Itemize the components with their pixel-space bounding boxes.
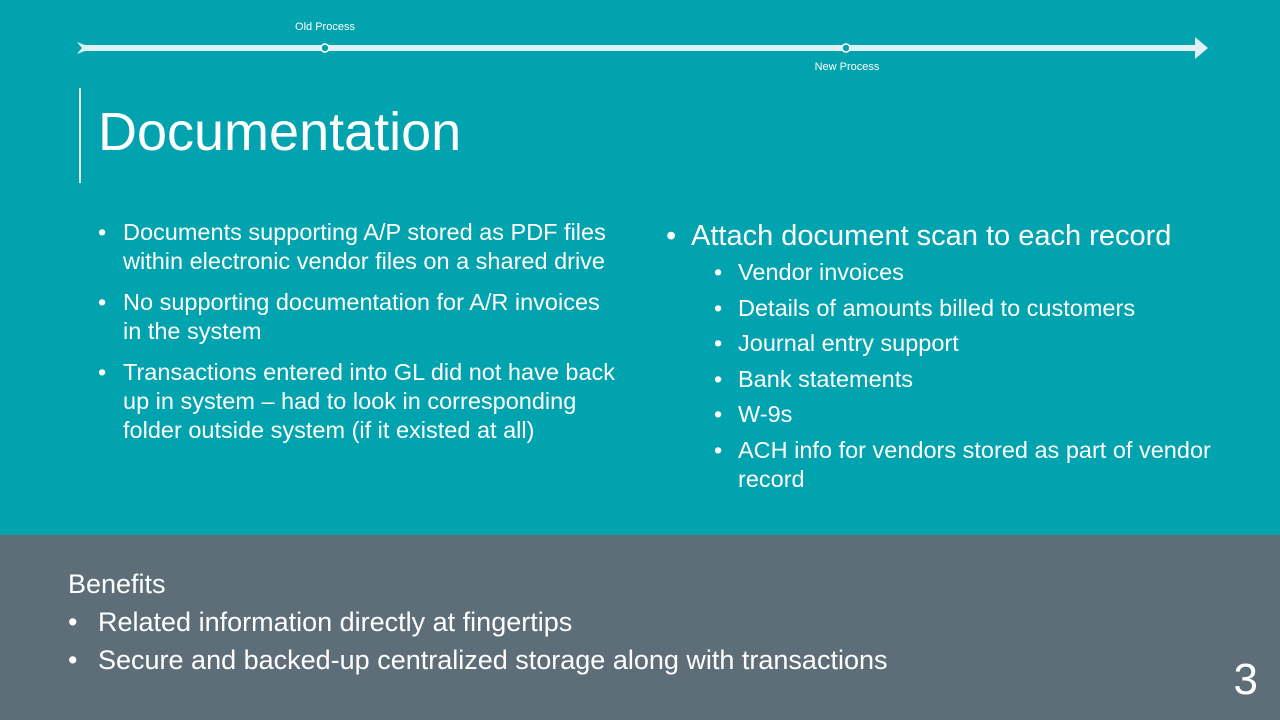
timeline-marker-new: [841, 43, 851, 53]
old-process-list: Documents supporting A/P stored as PDF f…: [98, 218, 618, 457]
list-item: W-9s: [714, 400, 1256, 429]
list-item: Vendor invoices: [714, 258, 1256, 287]
title-accent-bar: [79, 88, 81, 183]
timeline-arrow: [77, 37, 1208, 59]
list-item: Details of amounts billed to customers: [714, 294, 1256, 323]
timeline: [77, 37, 1208, 59]
slide-title: Documentation: [98, 102, 462, 162]
list-item: ACH info for vendors stored as part of v…: [714, 436, 1256, 494]
list-item: Journal entry support: [714, 329, 1256, 358]
benefits-title: Benefits: [68, 569, 166, 599]
new-process-sublist: Vendor invoices Details of amounts bille…: [714, 258, 1256, 494]
new-process-list: Attach document scan to each record Vend…: [666, 218, 1256, 500]
new-process-heading: Attach document scan to each record: [666, 218, 1256, 254]
timeline-label-new: New Process: [814, 61, 880, 73]
list-item: Transactions entered into GL did not hav…: [98, 358, 618, 445]
page-number: 3: [1233, 655, 1258, 704]
timeline-label-old: Old Process: [295, 21, 355, 33]
list-item: Secure and backed-up centralized storage…: [68, 643, 1168, 677]
list-item: Documents supporting A/P stored as PDF f…: [98, 218, 618, 276]
list-item: Bank statements: [714, 365, 1256, 394]
timeline-marker-old: [320, 43, 330, 53]
list-item: Related information directly at fingerti…: [68, 605, 1168, 639]
benefits-list: Related information directly at fingerti…: [68, 605, 1168, 681]
list-item: No supporting documentation for A/R invo…: [98, 288, 618, 346]
